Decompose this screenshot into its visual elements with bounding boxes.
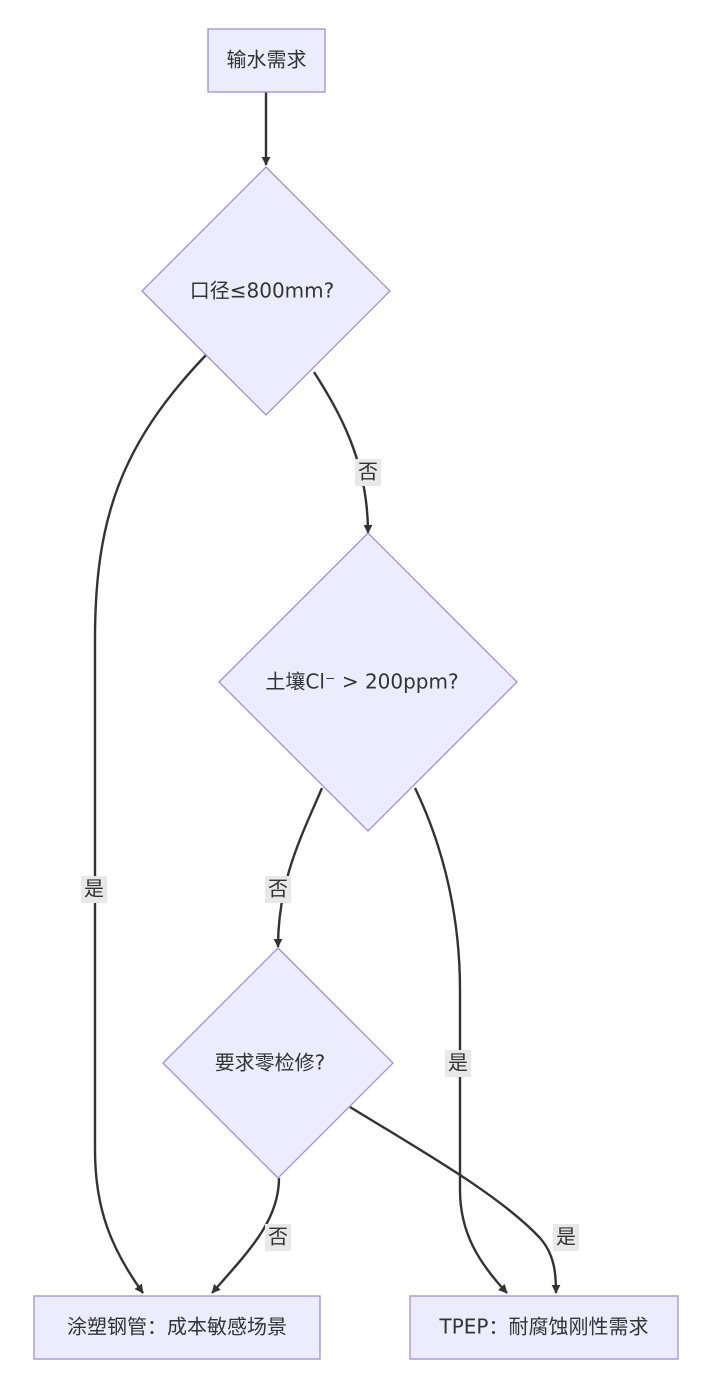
edge-label-maintenance-no: 否	[265, 1224, 291, 1251]
node-diameter-label: 口径≤800mm?	[190, 279, 335, 303]
edge-soil-no	[273, 787, 324, 948]
edge-label-soil-no: 否	[265, 876, 291, 903]
edge-label-diameter-no-text: 否	[358, 460, 378, 484]
node-coated-steel: 涂塑钢管：成本敏感场景	[33, 1295, 321, 1360]
node-start: 输水需求	[207, 28, 326, 93]
edge-diameter-yes	[93, 354, 207, 1294]
edge-label-soil-yes: 是	[445, 1050, 471, 1077]
edge-label-diameter-yes: 是	[81, 876, 107, 903]
edge-label-maintenance-no-text: 否	[268, 1225, 288, 1249]
node-diameter-decision: 口径≤800mm?	[141, 166, 391, 416]
edge-label-maintenance-yes: 是	[553, 1224, 579, 1251]
edge-label-maintenance-yes-text: 是	[556, 1225, 576, 1249]
node-tpep-label: TPEP：耐腐蚀刚性需求	[439, 1315, 649, 1339]
node-maintenance-label: 要求零检修?	[215, 1051, 326, 1075]
node-maintenance-decision: 要求零检修?	[162, 947, 394, 1179]
edges	[93, 92, 561, 1294]
edge-maintenance-yes	[349, 1105, 561, 1294]
node-coated-steel-label: 涂塑钢管：成本敏感场景	[67, 1315, 287, 1339]
node-start-label: 输水需求	[227, 48, 307, 72]
edge-soil-yes	[413, 787, 508, 1294]
edge-label-diameter-yes-text: 是	[84, 877, 104, 901]
edge-maintenance-no	[211, 1177, 281, 1294]
node-soil-decision: 土壤Cl⁻ > 200ppm?	[218, 532, 518, 832]
node-tpep: TPEP：耐腐蚀刚性需求	[409, 1295, 679, 1360]
edge-label-diameter-no: 否	[355, 459, 381, 486]
node-soil-label: 土壤Cl⁻ > 200ppm?	[265, 670, 458, 694]
edge-label-soil-yes-text: 是	[448, 1051, 468, 1075]
edge-diameter-no	[312, 371, 373, 534]
edge-label-soil-no-text: 否	[268, 877, 288, 901]
